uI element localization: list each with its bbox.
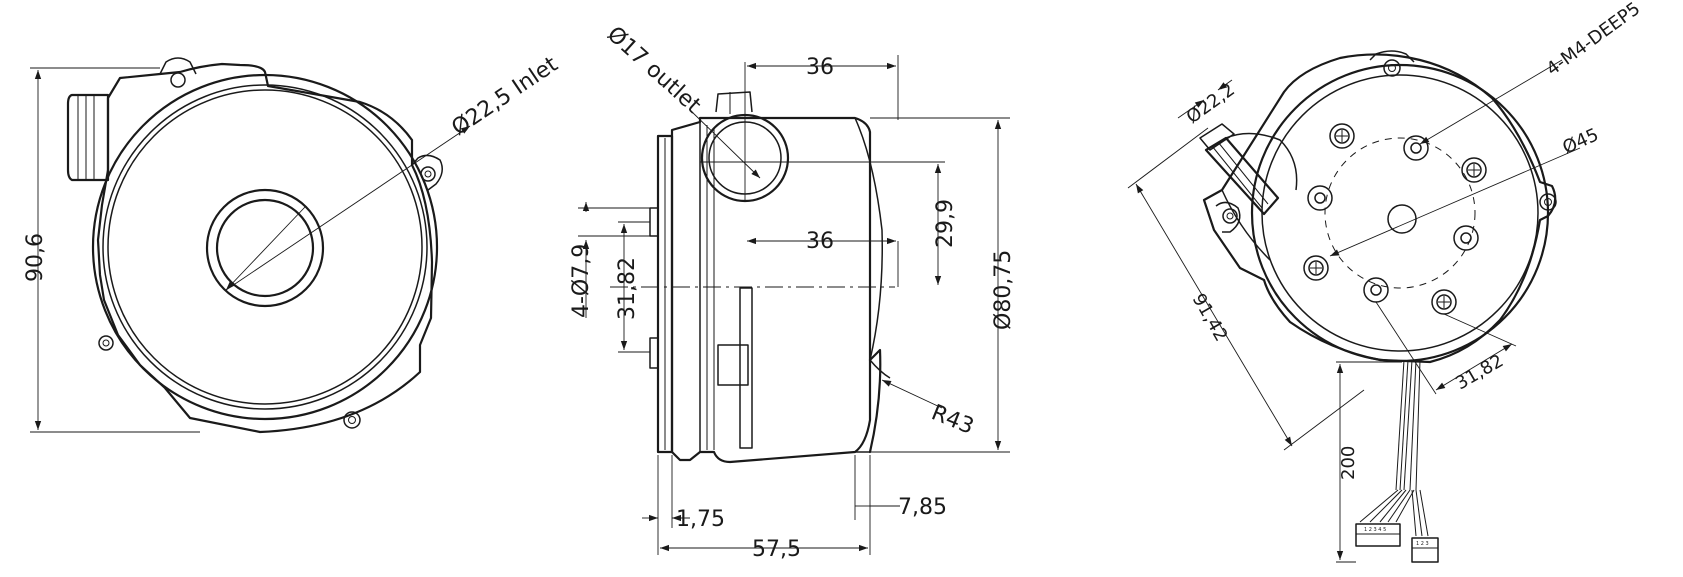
radius-label: R43 bbox=[928, 400, 977, 439]
through-holes bbox=[1307, 135, 1479, 303]
connector-five-pin-label: 1 2 3 4 5 bbox=[1364, 527, 1386, 533]
cable-length-label: 200 bbox=[1338, 446, 1359, 480]
height-label: 90,6 bbox=[23, 233, 48, 282]
connector-three-pin: 1 2 3 bbox=[1411, 537, 1439, 563]
outlet-offset-mid-label: 36 bbox=[806, 229, 834, 254]
cable-bundle bbox=[1359, 359, 1429, 537]
pitch-circle-label: Ø45 bbox=[1559, 124, 1601, 158]
rear-offset-label: 7,85 bbox=[898, 495, 947, 520]
connector-five-pin: 1 2 3 4 5 bbox=[1355, 523, 1401, 547]
mount-holes-label: 4-Ø7,9 bbox=[569, 244, 594, 318]
flange-thickness-label: 1,75 bbox=[676, 507, 725, 532]
inlet-diameter-label: Ø22,5 Inlet bbox=[447, 52, 562, 141]
overall-length-label: 57,5 bbox=[752, 537, 801, 562]
outlet-offset-top-label: 36 bbox=[806, 55, 834, 80]
tube-diameter-label: Ø22,2 bbox=[1183, 79, 1239, 128]
body-diameter-label: Ø80,75 bbox=[991, 250, 1016, 330]
side-hole-spacing-label: 31,82 bbox=[615, 257, 640, 320]
rear-view: 4-M4-DEEP5 Ø45 Ø22,2 91,42 31,82 bbox=[1127, 0, 1645, 563]
front-view: Ø22,5 Inlet 90,6 bbox=[23, 52, 563, 434]
diagonal-label: 91,42 bbox=[1188, 290, 1232, 345]
thread-holes-label: 4-M4-DEEP5 bbox=[1543, 0, 1645, 80]
outlet-diameter-label: Ø17 outlet bbox=[602, 22, 706, 119]
side-view: 36 36 29,9 Ø80,75 R43 Ø17 outlet 4-Ø7,9 … bbox=[569, 22, 1016, 562]
outlet-center-height-label: 29,9 bbox=[933, 199, 958, 248]
connector-three-pin-label: 1 2 3 bbox=[1416, 541, 1429, 547]
rear-hole-spacing-label: 31,82 bbox=[1452, 350, 1507, 394]
threaded-holes bbox=[1303, 123, 1487, 315]
